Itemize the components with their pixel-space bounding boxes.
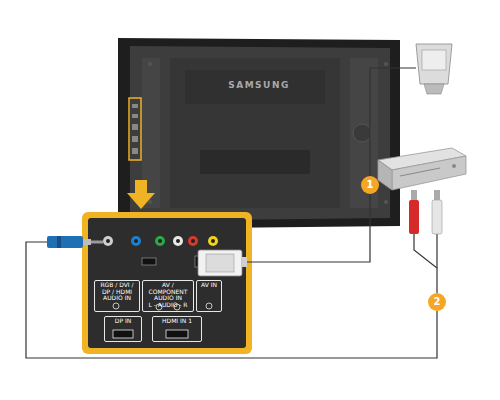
dvd-player: [378, 148, 466, 190]
port-label-text: AV IN: [198, 282, 220, 289]
port-label-text: L - AUDIO - R: [144, 302, 192, 309]
port-label: AV / COMPONENT AUDIO INL - AUDIO - R: [142, 280, 194, 312]
port-label-text: RGB / DVI / DP / HDMI AUDIO IN: [96, 282, 138, 302]
port-label-text: HDMI IN 1: [154, 318, 200, 325]
port-label: RGB / DVI / DP / HDMI AUDIO IN: [94, 280, 140, 312]
monitor-back: SAMSUNG: [118, 38, 400, 228]
port-panel: [82, 212, 252, 354]
port-label: AV IN: [196, 280, 222, 312]
callout-number: 1: [361, 176, 379, 194]
port-label: HDMI IN 1: [152, 316, 202, 342]
zoom-arrow: [127, 180, 155, 209]
audio-cable: [26, 190, 446, 358]
port-label-text: AV / COMPONENT AUDIO IN: [144, 282, 192, 302]
port-label: DP IN: [104, 316, 142, 342]
port-label-text: DP IN: [106, 318, 140, 325]
brand-name: SAMSUNG: [118, 80, 400, 90]
monitor-back: [118, 38, 400, 229]
callout-number: 2: [428, 293, 446, 311]
